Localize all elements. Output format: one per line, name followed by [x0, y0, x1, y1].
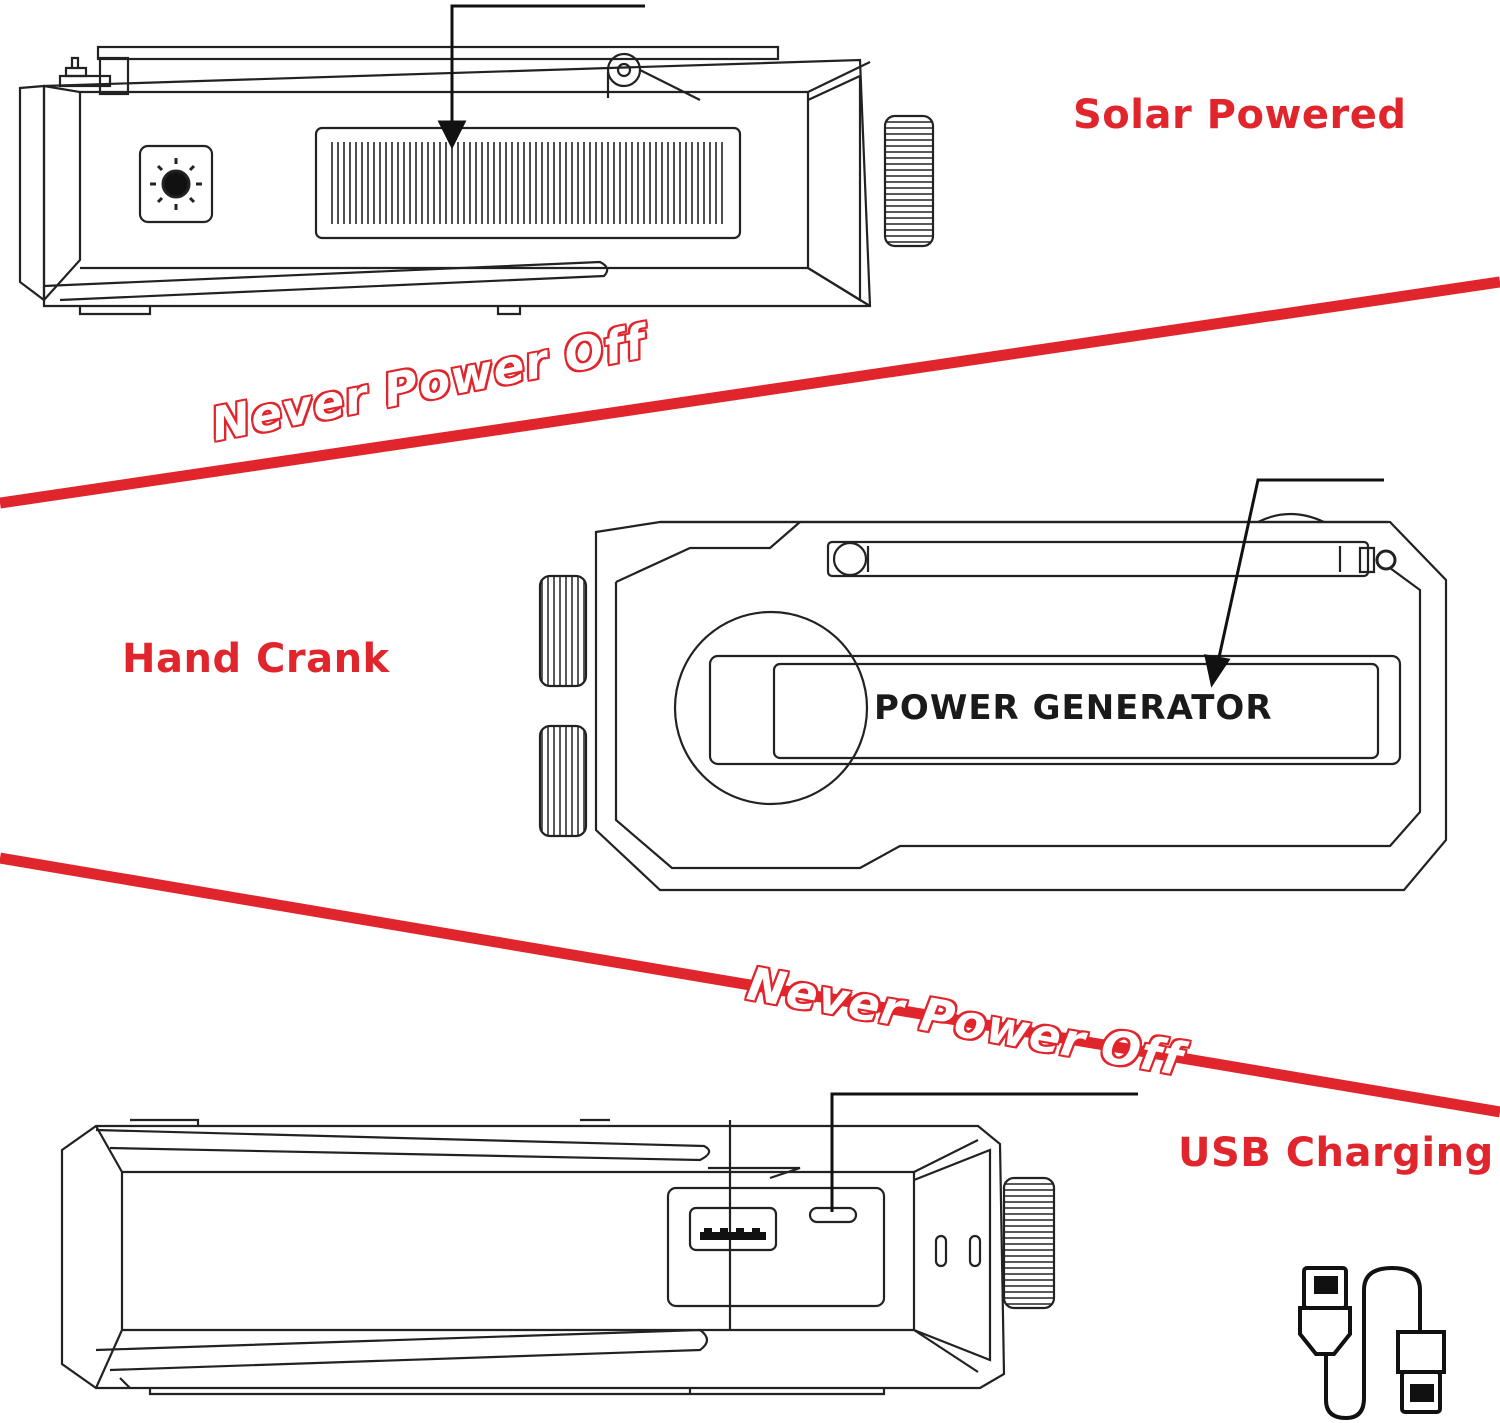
power-generator-text: POWER GENERATOR: [874, 688, 1273, 728]
crank-pointer-arrow: [1204, 478, 1384, 688]
radio-solar-view: [18, 45, 935, 316]
usb-pointer-arrow: [830, 1092, 1138, 1212]
solar-powered-label: Solar Powered: [1073, 92, 1407, 138]
solar-pointer-arrow: [437, 4, 645, 150]
usb-cable-icon: [1298, 1265, 1446, 1421]
divider-line-top: [0, 276, 1500, 509]
radio-crank-view: [538, 512, 1448, 892]
radio-usb-view: [60, 1118, 1056, 1396]
divider-line-bottom: [0, 852, 1500, 1118]
hand-crank-label: Hand Crank: [122, 636, 390, 682]
sun-icon: [150, 158, 202, 210]
usb-charging-label: USB Charging: [1178, 1130, 1494, 1176]
usb-port-pins: [700, 1228, 766, 1240]
